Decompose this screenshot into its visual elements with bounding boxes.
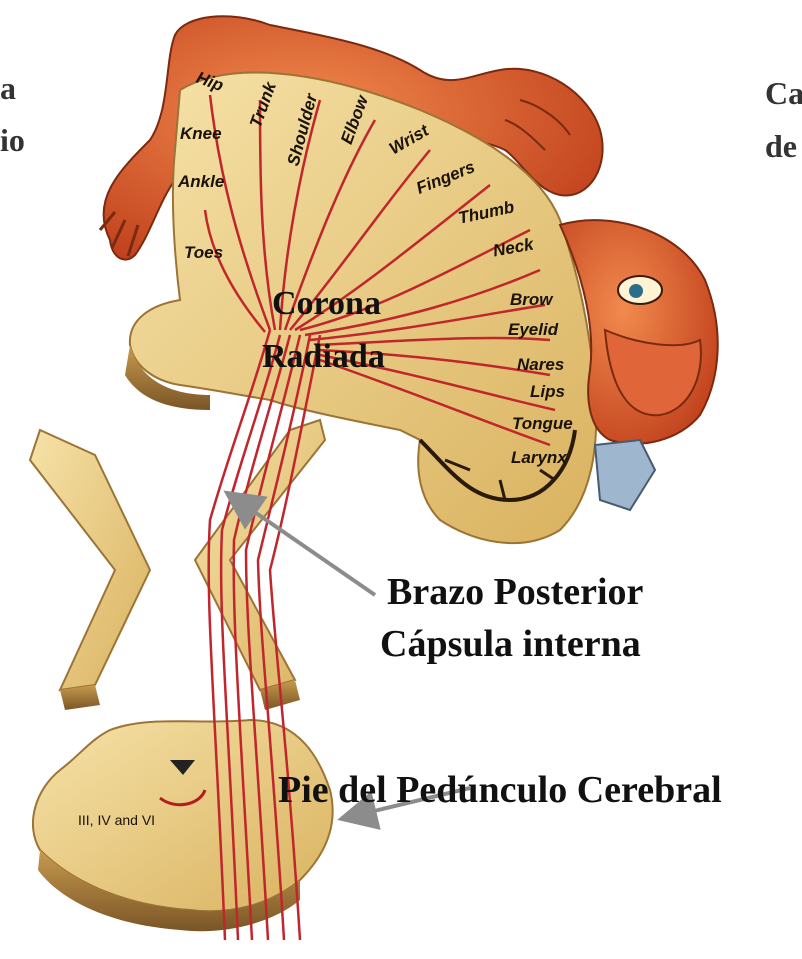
label-ankle: Ankle [178,172,224,192]
label-eyelid: Eyelid [508,320,558,340]
label-tongue: Tongue [512,414,573,434]
label-peduncle: Pie del Pedúnculo Cerebral [278,768,722,812]
label-nares: Nares [517,355,564,375]
label-brow: Brow [510,290,553,310]
edge-text-right-bottom: de [765,128,797,165]
edge-text-left-top: a [0,70,16,107]
label-cranial-nuclei: III, IV and VI [78,812,155,828]
edge-text-right-top: Ca [765,75,802,112]
label-toes: Toes [184,243,223,263]
label-capsule-line2: Cápsula interna [380,622,641,666]
label-larynx: Larynx [511,448,567,468]
capsule-pointer-arrow [230,495,375,595]
label-corona-line2: Radiada [262,338,385,376]
label-corona-line1: Corona [272,285,381,323]
label-capsule-line1: Brazo Posterior [387,570,643,614]
label-knee: Knee [180,124,222,144]
label-lips: Lips [530,382,565,402]
edge-text-left-bottom: io [0,122,25,159]
